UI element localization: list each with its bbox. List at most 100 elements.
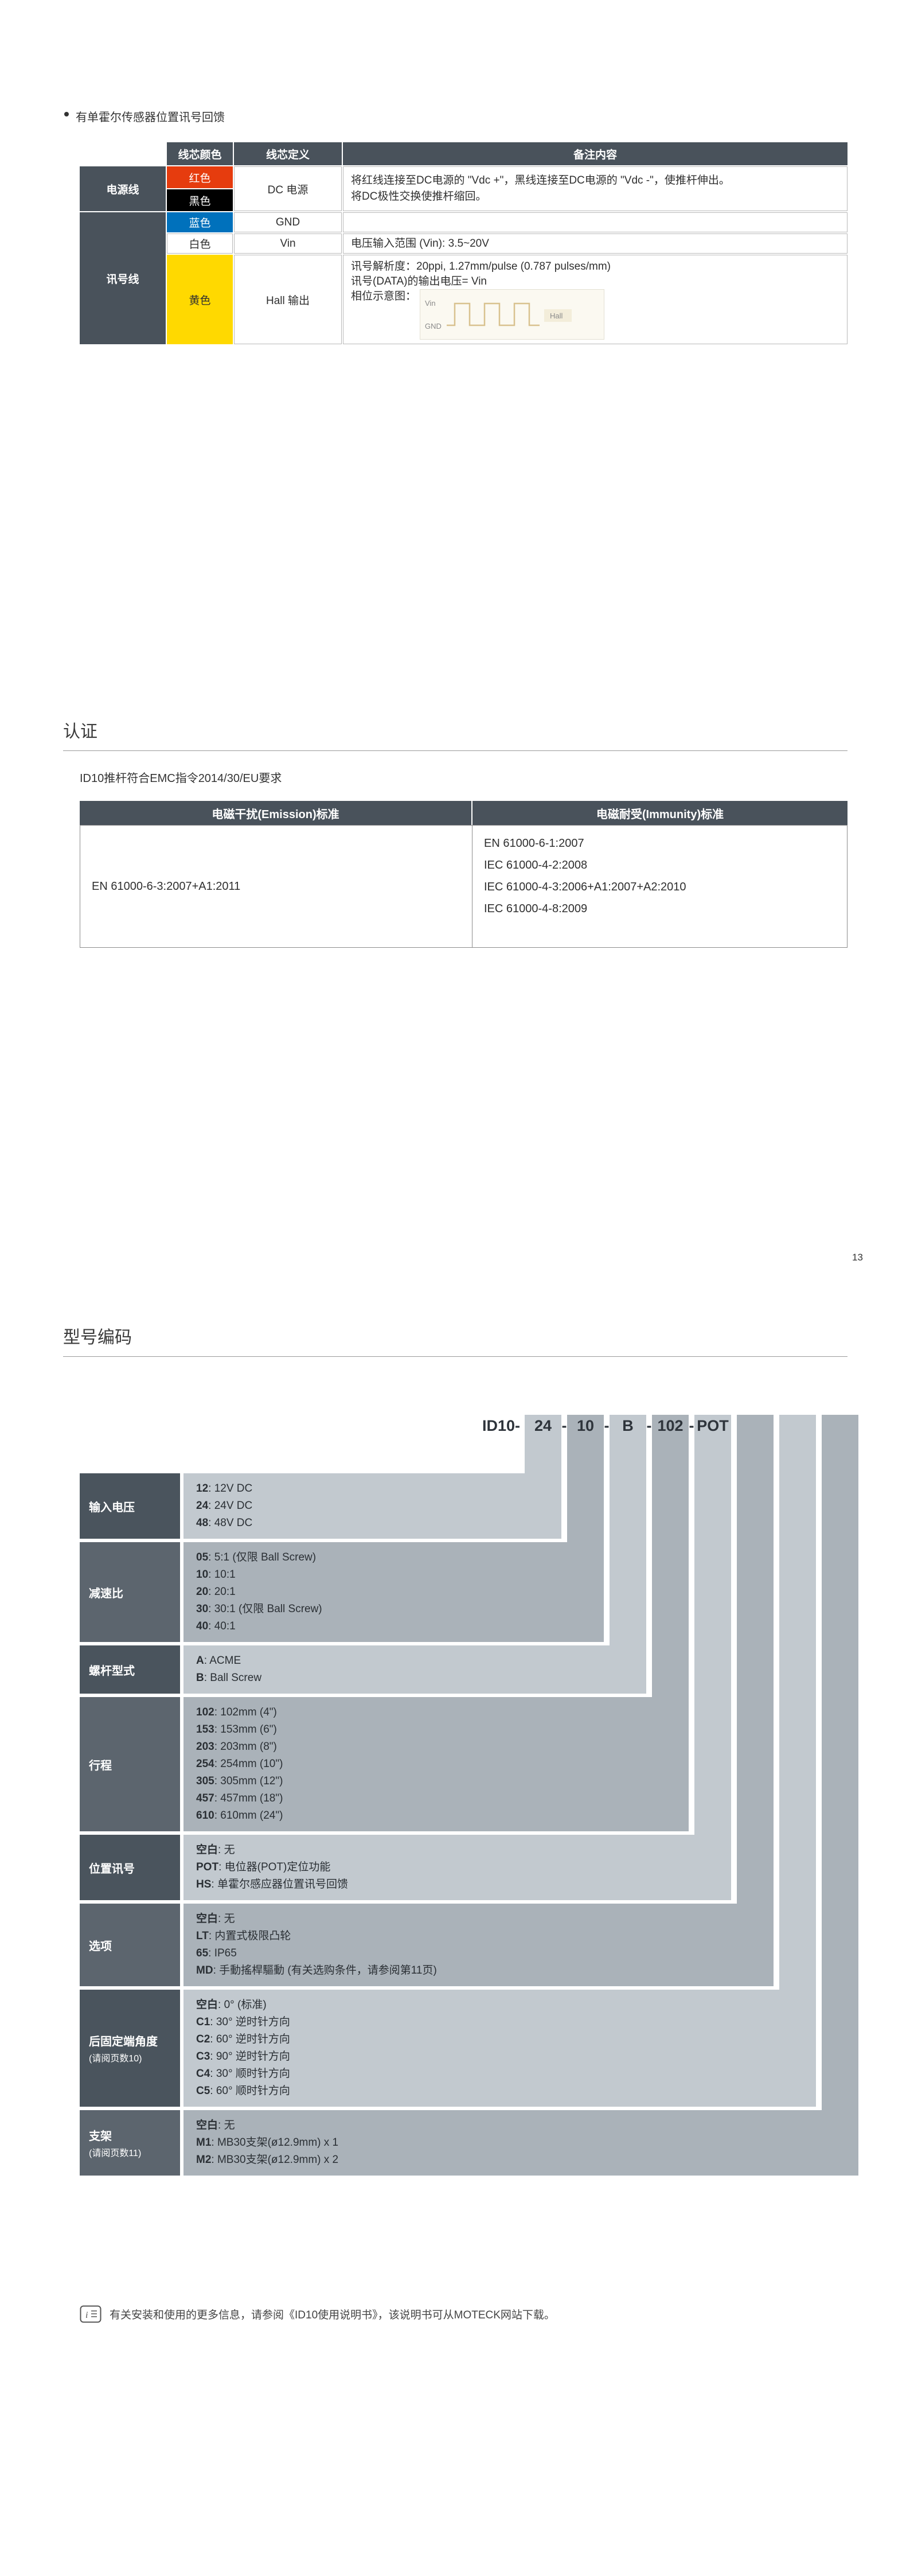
page-number: 13 [852, 1252, 863, 1263]
model-option: MD: 手動搖桿驅動 (有关选购条件，请参阅第11页) [196, 1964, 437, 1976]
immunity-standard-line: EN 61000-6-1:2007 [484, 837, 584, 850]
wire-remark-dc: 将红线连接至DC电源的 "Vdc +"，黑线连接至DC电源的 "Vdc -"，使… [343, 166, 847, 211]
model-option: B: Ball Screw [196, 1672, 262, 1684]
model-code-prefix: ID10- [482, 1417, 520, 1434]
wire-remark-hall-line2: 讯号(DATA)的输出电压= Vin [351, 275, 487, 287]
immunity-standards: EN 61000-6-1:2007 IEC 61000-4-2:2008 IEC… [472, 826, 847, 947]
model-option: 65: IP65 [196, 1947, 237, 1959]
model-code-segment: 10 [576, 1417, 595, 1434]
hall-waveform-diagram: Vin GND Hall [420, 289, 605, 340]
model-option: C3: 90° 逆时针方向 [196, 2050, 290, 2063]
model-row-label: 行程 [80, 1697, 180, 1831]
model-option: C2: 60° 逆时针方向 [196, 2033, 290, 2045]
hall-feedback-note: 有单霍尔传感器位置讯号回馈 [64, 108, 225, 124]
model-option: 254: 254mm (10") [196, 1758, 283, 1770]
model-option: M2: MB30支架(ø12.9mm) x 2 [196, 2154, 339, 2166]
svg-text:i: i [85, 2310, 88, 2320]
model-row-label: 后固定端角度(请阅页数10) [80, 1990, 180, 2107]
phase-diagram-label: 相位示意图： [351, 290, 417, 302]
model-branch-bar [694, 1415, 731, 1900]
wire-remark-hall-line1: 讯号解析度：20ppi, 1.27mm/pulse (0.787 pulses/… [351, 260, 611, 273]
model-branch-bar [822, 1415, 858, 2176]
model-row-label: 位置讯号 [80, 1835, 180, 1900]
model-option: 153: 153mm (6") [196, 1723, 277, 1736]
wire-remark-vin: 电压输入范围 (Vin): 3.5~20V [343, 234, 847, 254]
wire-group-power: 电源线 [80, 166, 166, 211]
wire-cell-white: 白色 [167, 234, 233, 254]
footer-text: 有关安装和使用的更多信息，请参阅《ID10使用说明书》，该说明书可从MOTECK… [110, 2309, 555, 2321]
model-option: C1: 30° 逆时针方向 [196, 2016, 290, 2028]
wire-definition-table: 线芯颜色 线芯定义 备注内容 电源线 讯号线 红色 黑色 蓝色 白色 黄色 DC… [80, 142, 847, 344]
model-option: 空白: 0° (标准) [196, 1999, 267, 2011]
model-row-options: 102: 102mm (4")153: 153mm (6")203: 203mm… [183, 1697, 689, 1831]
model-option: 空白: 无 [196, 2119, 235, 2131]
wire-group-signal: 讯号线 [80, 212, 166, 344]
model-row-label: 选项 [80, 1904, 180, 1986]
bullet-text: 有单霍尔传感器位置讯号回馈 [76, 111, 225, 124]
model-option: C4: 30° 顺时针方向 [196, 2068, 290, 2080]
model-option: 20: 20:1 [196, 1586, 236, 1598]
emission-standard: EN 61000-6-3:2007+A1:2011 [92, 880, 241, 893]
immunity-standard-line: IEC 61000-4-8:2009 [484, 902, 588, 915]
model-option: 空白: 无 [196, 1913, 235, 1925]
manual-icon: i [80, 2305, 101, 2323]
model-row-options: 05: 5:1 (仅限 Ball Screw) 10: 10:1 20: 20:1 3… [183, 1542, 604, 1642]
wire-def-hall: Hall 输出 [234, 255, 342, 344]
model-row-label: 输入电压 [80, 1473, 180, 1539]
wire-header-definition: 线芯定义 [234, 142, 342, 165]
certification-intro: ID10推杆符合EMC指令2014/30/EU要求 [80, 772, 282, 785]
wire-header-remark: 备注内容 [343, 142, 847, 165]
model-row-label: 减速比 [80, 1542, 180, 1642]
model-option: 24: 24V DC [196, 1500, 253, 1512]
waveform-hall-label: Hall [550, 312, 563, 320]
model-option: HS: 单霍尔感应器位置讯号回馈 [196, 1878, 348, 1890]
model-row-label: 支架(请阅页数11) [80, 2110, 180, 2176]
wire-def-gnd: GND [234, 212, 342, 232]
model-code-segment: 102 [657, 1417, 684, 1434]
footer-note: i 有关安装和使用的更多信息，请参阅《ID10使用说明书》，该说明书可从MOTE… [80, 2305, 555, 2323]
emc-standards-table: 电磁干扰(Emission)标准 电磁耐受(Immunity)标准 EN 610… [80, 801, 847, 948]
model-code-segment: B [622, 1417, 634, 1434]
immunity-header: 电磁耐受(Immunity)标准 [472, 801, 847, 825]
wire-remark-hall: 讯号解析度：20ppi, 1.27mm/pulse (0.787 pulses/… [343, 255, 847, 344]
bullet-icon [64, 112, 69, 116]
model-option: 48: 48V DC [196, 1517, 253, 1529]
model-code-separator: - [689, 1417, 694, 1434]
model-code-separator: - [604, 1417, 610, 1434]
emission-header: 电磁干扰(Emission)标准 [80, 801, 471, 825]
emc-table-body: EN 61000-6-3:2007+A1:2011 EN 61000-6-1:2… [80, 825, 847, 948]
immunity-standard-line: IEC 61000-4-2:2008 [484, 859, 588, 871]
model-option: 305: 305mm (12") [196, 1775, 283, 1787]
waveform-vin-label: Vin [425, 299, 436, 308]
model-branch-bar [737, 1415, 774, 1986]
model-option: 457: 457mm (18") [196, 1792, 283, 1804]
wire-remark-dc-line2: 将DC极性交换使推杆缩回。 [351, 190, 487, 203]
model-option: 610: 610mm (24") [196, 1810, 283, 1822]
model-option: POT: 电位器(POT)定位功能 [196, 1861, 331, 1873]
wire-header-color: 线芯颜色 [167, 142, 233, 165]
model-code-separator: - [646, 1417, 652, 1434]
model-code-separator: - [561, 1417, 567, 1434]
waveform-gnd-label: GND [425, 322, 442, 330]
model-coding-rule [63, 1356, 847, 1357]
wire-cell-yellow: 黄色 [167, 255, 233, 344]
wire-remark-hall-line3: 相位示意图： Vin GND Hall [351, 289, 605, 340]
model-option: C5: 60° 顺时针方向 [196, 2085, 290, 2097]
wire-remark-dc-line1: 将红线连接至DC电源的 "Vdc +"，黑线连接至DC电源的 "Vdc -"，使… [351, 174, 730, 186]
model-option: 203: 203mm (8") [196, 1741, 277, 1753]
certification-rule [63, 750, 847, 751]
wire-cell-black: 黑色 [167, 189, 233, 211]
wire-def-vin: Vin [234, 234, 342, 254]
model-option: 30: 30:1 (仅限 Ball Screw) [196, 1603, 322, 1615]
model-option: 05: 5:1 (仅限 Ball Screw) [196, 1551, 317, 1563]
immunity-standard-line: IEC 61000-4-3:2006+A1:2007+A2:2010 [484, 881, 686, 893]
emc-table-header: 电磁干扰(Emission)标准 电磁耐受(Immunity)标准 [80, 801, 847, 825]
wire-def-dc: DC 电源 [234, 166, 342, 211]
model-option: 10: 10:1 [196, 1569, 236, 1581]
